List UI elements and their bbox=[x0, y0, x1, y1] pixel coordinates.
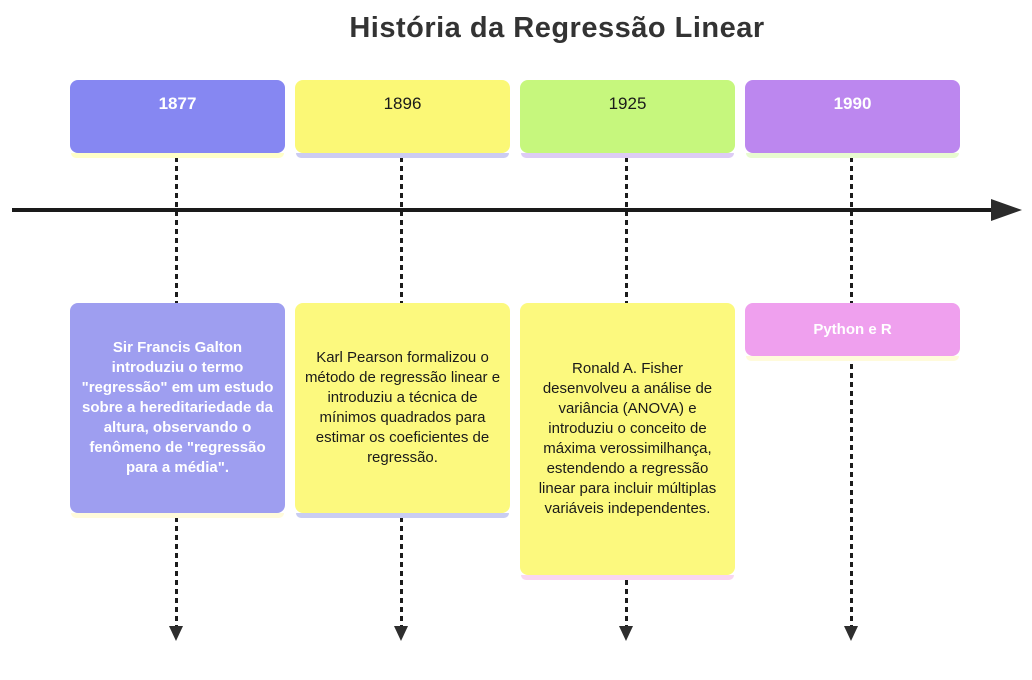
period-year-box: 1925 bbox=[520, 80, 735, 153]
period-year-box: 1896 bbox=[295, 80, 510, 153]
period-box-shadow bbox=[521, 153, 734, 158]
timeline-axis-line bbox=[12, 208, 992, 212]
arrow-down-icon bbox=[169, 626, 183, 641]
timeline-axis-arrow-right-icon bbox=[991, 199, 1022, 221]
period-box-shadow bbox=[746, 153, 959, 158]
event-text: Python e R bbox=[813, 320, 892, 338]
timeline-period-1990: 1990 Python e R bbox=[745, 0, 960, 680]
event-box-shadow bbox=[746, 356, 959, 361]
timeline-period-1896: 1896 Karl Pearson formalizou o método de… bbox=[295, 0, 510, 680]
arrow-down-icon bbox=[844, 626, 858, 641]
period-year-label: 1990 bbox=[833, 94, 872, 113]
event-box-shadow bbox=[71, 513, 284, 518]
arrow-down-icon bbox=[394, 626, 408, 641]
dashed-connector-line bbox=[850, 157, 853, 627]
event-text: Ronald A. Fisher desenvolveu a análise d… bbox=[538, 360, 717, 517]
event-box: Ronald A. Fisher desenvolveu a análise d… bbox=[520, 303, 735, 575]
period-year-label: 1896 bbox=[383, 94, 422, 113]
arrow-down-icon bbox=[619, 626, 633, 641]
period-year-label: 1877 bbox=[158, 94, 197, 113]
timeline-period-1925: 1925 Ronald A. Fisher desenvolveu a anál… bbox=[520, 0, 735, 680]
period-year-box: 1990 bbox=[745, 80, 960, 153]
period-year-label: 1925 bbox=[608, 94, 647, 113]
event-box-shadow bbox=[296, 513, 509, 518]
event-text: Karl Pearson formalizou o método de regr… bbox=[304, 349, 501, 466]
diagram-title: História da Regressão Linear bbox=[349, 12, 765, 44]
period-box-shadow bbox=[71, 153, 284, 158]
event-box: Python e R bbox=[745, 303, 960, 356]
event-box: Sir Francis Galton introduziu o termo "r… bbox=[70, 303, 285, 513]
event-text: Sir Francis Galton introduziu o termo "r… bbox=[81, 339, 274, 476]
timeline-period-1877: 1877 Sir Francis Galton introduziu o ter… bbox=[70, 0, 285, 680]
event-box: Karl Pearson formalizou o método de regr… bbox=[295, 303, 510, 513]
period-box-shadow bbox=[296, 153, 509, 158]
event-box-shadow bbox=[521, 575, 734, 580]
period-year-box: 1877 bbox=[70, 80, 285, 153]
